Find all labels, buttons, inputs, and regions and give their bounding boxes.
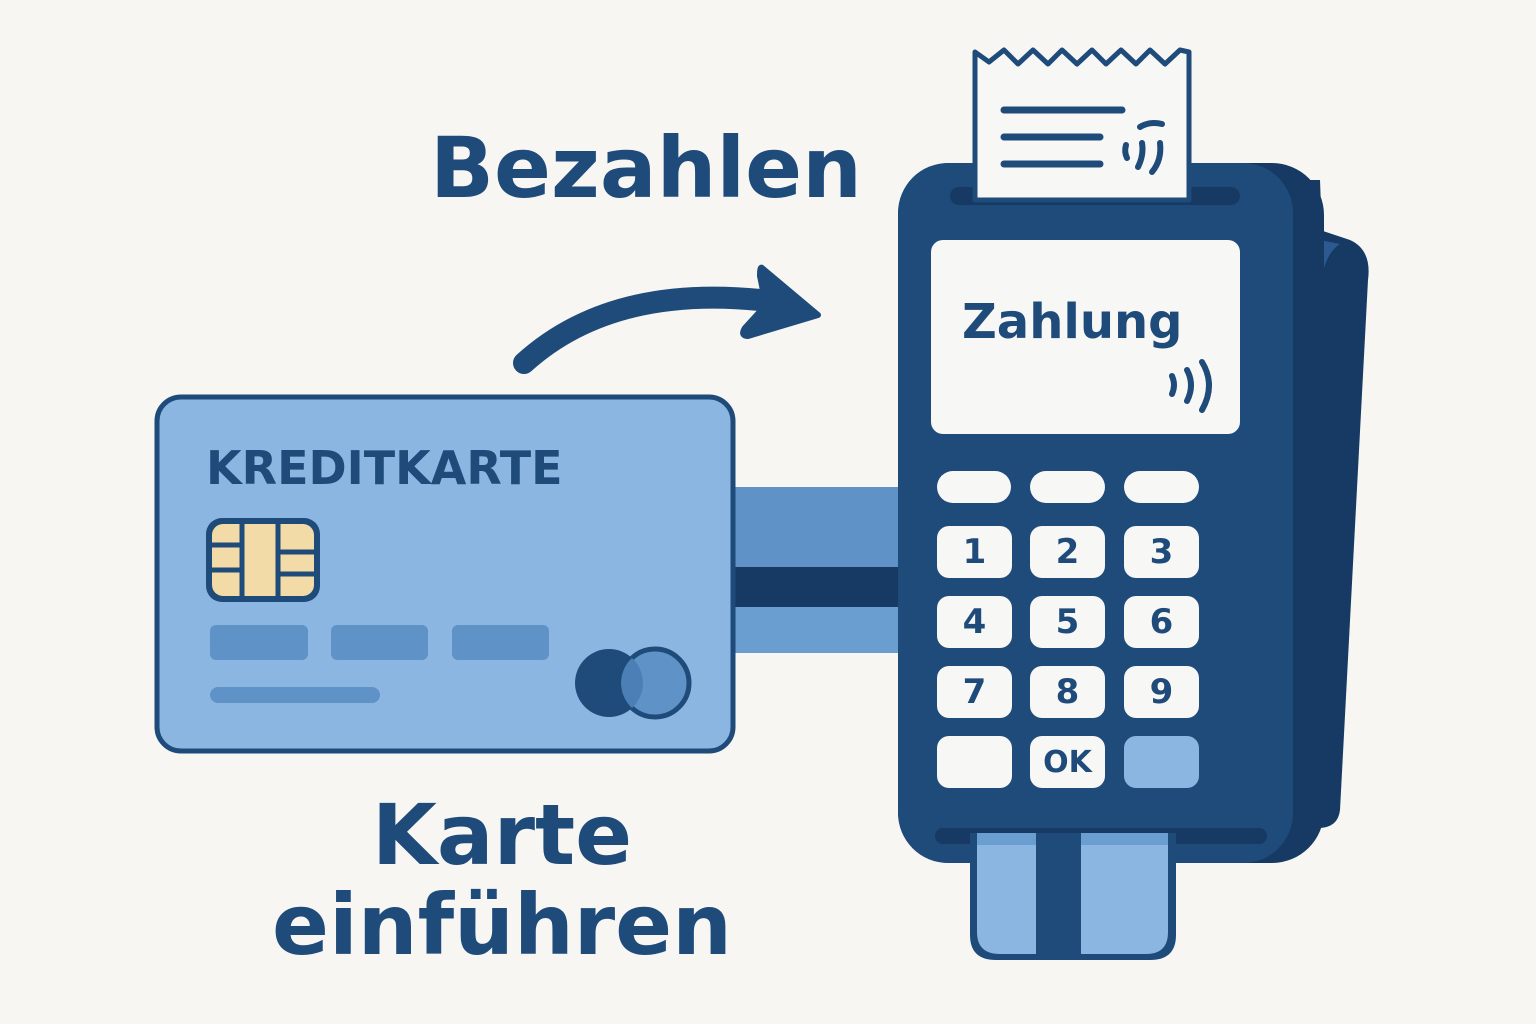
- key-4[interactable]: 4: [937, 596, 1012, 648]
- function-key-left[interactable]: [937, 471, 1011, 503]
- card-label: KREDITKARTE: [206, 441, 563, 495]
- key-9[interactable]: 9: [1124, 666, 1199, 718]
- key-ok[interactable]: OK: [1030, 736, 1105, 788]
- terminal-screen-text: Zahlung: [962, 294, 1183, 350]
- key-3[interactable]: 3: [1124, 526, 1199, 578]
- emv-chip-icon: [206, 518, 320, 602]
- key-1[interactable]: 1: [937, 526, 1012, 578]
- contactless-icon: [1169, 359, 1212, 413]
- receipt: [972, 47, 1192, 203]
- caption-line-1: Karte: [371, 786, 633, 884]
- caption-line-2: einführen: [272, 876, 732, 974]
- key-7[interactable]: 7: [937, 666, 1012, 718]
- key-2[interactable]: 2: [1030, 526, 1105, 578]
- key-5[interactable]: 5: [1030, 596, 1105, 648]
- keypad: .key { position: absolute; width: 75px; …: [937, 526, 1199, 788]
- card-number-placeholder: [210, 625, 549, 703]
- curved-arrow-right-icon: [513, 264, 821, 374]
- credit-card: [154, 394, 736, 754]
- key-6[interactable]: 6: [1124, 596, 1199, 648]
- key-blank[interactable]: [937, 736, 1012, 788]
- key-8[interactable]: 8: [1030, 666, 1105, 718]
- function-key-middle[interactable]: [1030, 471, 1105, 503]
- terminal-screen: [931, 240, 1240, 434]
- card-slot-strip: [734, 487, 904, 653]
- function-keys: [937, 471, 1199, 503]
- card-network-logo-icon: [575, 646, 692, 720]
- inserted-card-bottom: [970, 833, 1176, 960]
- function-key-right[interactable]: [1124, 471, 1199, 503]
- receipt-contactless-icon: [1122, 120, 1165, 175]
- page-title: Bezahlen: [430, 119, 862, 217]
- caption: Karte einführen: [272, 790, 732, 970]
- key-accent[interactable]: [1124, 736, 1199, 788]
